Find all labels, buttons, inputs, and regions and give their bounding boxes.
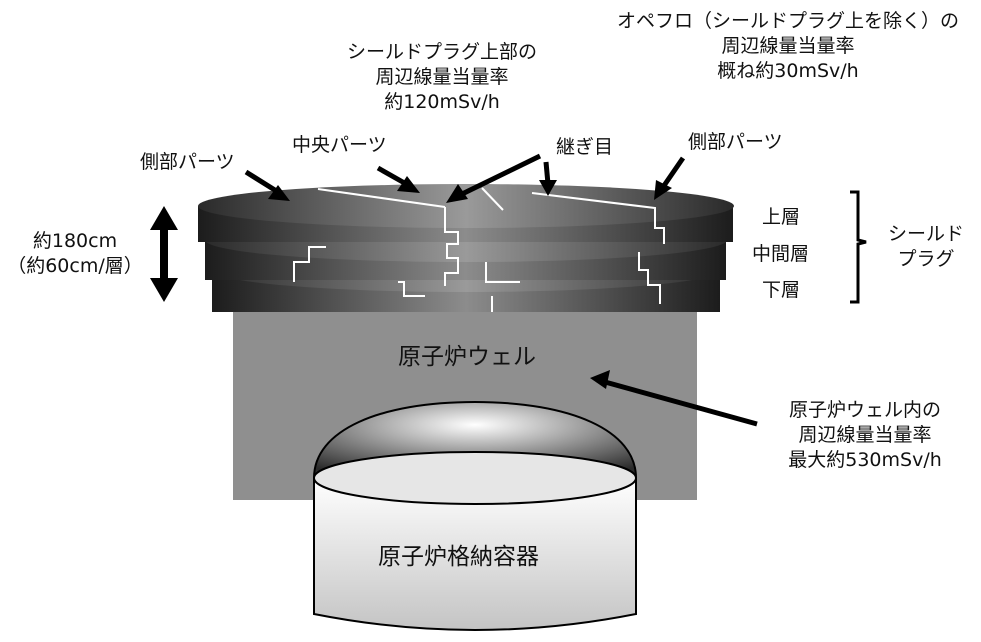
containment-vessel-shape [312, 400, 638, 631]
side-part-right-label: 側部パーツ [688, 131, 783, 153]
thickness-label: 約180cm （約60cm/層） [7, 230, 143, 277]
reactor-well-label: 原子炉ウェル [398, 344, 536, 370]
plug-upper-layer [198, 184, 734, 242]
containment-vessel-label: 原子炉格納容器 [378, 544, 539, 570]
operation-floor-rate-label: オペフロ（シールドプラグ上を除く）の 周辺線量当量率 概ね約30mSv/h [616, 10, 959, 82]
plug-top-rate-label: シールドプラグ上部の 周辺線量当量率 約120mSv/h [346, 41, 537, 113]
layer-upper-label: 上層 [762, 206, 801, 228]
layer-lower-label: 下層 [762, 279, 801, 301]
plug-seams [293, 187, 665, 312]
pointer-arrows [244, 153, 758, 427]
thickness-arrow [150, 206, 178, 302]
shield-plug-bracket [850, 190, 867, 304]
side-part-left-label: 側部パーツ [140, 151, 235, 173]
seam-label: 継ぎ目 [556, 136, 614, 158]
shield-plug-label: シールド プラグ [887, 223, 964, 270]
layer-middle-label: 中間層 [752, 243, 810, 265]
reactor-well-rate-label: 原子炉ウェル内の 周辺線量当量率 最大約530mSv/h [788, 399, 942, 471]
center-part-label: 中央パーツ [292, 134, 387, 156]
